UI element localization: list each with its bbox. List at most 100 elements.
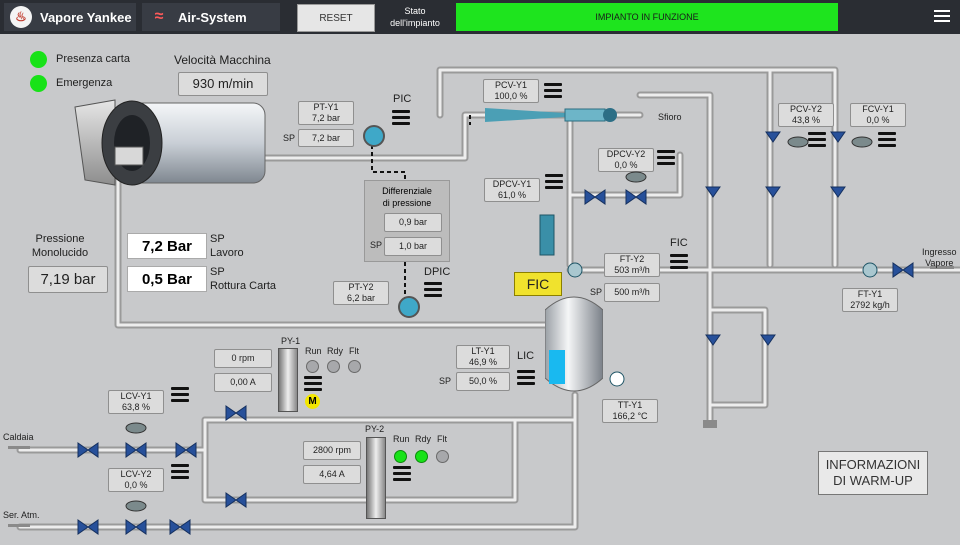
reset-button[interactable]: RESET	[297, 4, 375, 32]
py1-run-label: Run	[305, 346, 322, 356]
pic-label: PIC	[393, 93, 412, 105]
py2-rdy-label: Rdy	[415, 434, 432, 444]
sp-lavoro-label: Lavoro	[210, 247, 244, 259]
fty1-panel: FT-Y1 2792 kg/h	[842, 288, 898, 312]
tab-air-system[interactable]: ≈ Air-System	[142, 3, 280, 31]
py2-tag: PY-2	[365, 424, 385, 434]
pty1-panel: PT-Y1 7,2 bar	[298, 101, 354, 125]
fcvy1-value: 0,0 %	[866, 115, 890, 125]
fty2-value: 503 m³/h	[614, 265, 650, 275]
pty1-sp-label: SP	[283, 133, 296, 143]
sp-rottura-sp: SP	[210, 266, 225, 278]
py2-pump-icon[interactable]	[366, 437, 386, 519]
py1-flt-label: Flt	[349, 346, 359, 356]
lcvy1-panel: LCV-Y1 63,8 %	[108, 390, 164, 414]
dpcvy1-faceplate-icon[interactable]	[545, 174, 563, 190]
fic-label: FIC	[670, 237, 688, 249]
fty2-tag: FT-Y2	[619, 254, 645, 264]
sfioro-label: Sfioro	[658, 112, 682, 122]
lcvy2-faceplate-icon[interactable]	[171, 464, 189, 480]
differenziale-box: Differenziale di pressione 0,9 bar SP 1,…	[364, 180, 450, 262]
emergenza-label: Emergenza	[56, 77, 113, 89]
tty1-panel: TT-Y1 166,2 °C	[602, 399, 658, 423]
dpcvy2-faceplate-icon[interactable]	[657, 150, 675, 166]
pcvy2-faceplate-icon[interactable]	[808, 132, 826, 148]
py2-run-led	[394, 450, 407, 463]
info-warm-up-button[interactable]: INFORMAZIONI DI WARM-UP	[818, 451, 928, 495]
pic-faceplate-icon[interactable]	[392, 110, 410, 126]
top-bar: ♨ Vapore Yankee ≈ Air-System RESET Stato…	[0, 0, 960, 34]
fcvy1-panel: FCV-Y1 0,0 %	[850, 103, 906, 127]
fic-button[interactable]: FIC	[514, 272, 562, 296]
py1-run-led	[306, 360, 319, 373]
differenziale-value: 0,9 bar	[384, 213, 442, 232]
lcvy2-value: 0,0 %	[124, 480, 148, 490]
lic-faceplate-icon[interactable]	[517, 370, 535, 386]
py1-motor-icon: M	[305, 394, 320, 409]
lty1-sp-value[interactable]: 50,0 %	[456, 372, 510, 391]
dpcvy1-tag: DPCV-Y1	[492, 179, 532, 189]
differenziale-sp-value[interactable]: 1,0 bar	[384, 237, 442, 256]
sp-rottura-value[interactable]: 0,5 Bar	[127, 266, 207, 292]
py2-flt-led	[436, 450, 449, 463]
velocita-label: Velocità Macchina	[174, 53, 271, 67]
lic-label: LIC	[517, 350, 535, 362]
pty1-sp-value[interactable]: 7,2 bar	[298, 129, 354, 147]
differenziale-sp-label: SP	[370, 240, 383, 250]
py1-pump-icon[interactable]	[278, 348, 298, 412]
tab-vapore-yankee[interactable]: ♨ Vapore Yankee	[4, 3, 136, 31]
py1-rdy-label: Rdy	[327, 346, 344, 356]
dpcvy1-value: 61,0 %	[497, 190, 527, 200]
status-banner: IMPIANTO IN FUNZIONE	[456, 3, 838, 31]
emergenza-led	[30, 75, 47, 92]
pty2-value: 6,2 bar	[346, 293, 376, 303]
pcvy1-faceplate-icon[interactable]	[544, 83, 562, 99]
pcvy1-value: 100,0 %	[494, 91, 528, 101]
dpcvy2-panel: DPCV-Y2 0,0 %	[598, 148, 654, 172]
pty2-tag: PT-Y2	[348, 282, 374, 292]
pressione-label: Pressione Monolucido	[31, 233, 89, 259]
dpic-faceplate-icon[interactable]	[424, 282, 442, 298]
fcvy1-faceplate-icon[interactable]	[878, 132, 896, 148]
fty1-tag: FT-Y1	[857, 289, 883, 299]
lty1-sp-label: SP	[439, 376, 452, 386]
dpic-label: DPIC	[424, 266, 451, 278]
sp-rottura-label: Rottura Carta	[210, 280, 277, 292]
pcvy1-panel: PCV-Y1 100,0 %	[483, 79, 539, 103]
lty1-tag: LT-Y1	[471, 346, 495, 356]
fty1-value: 2792 kg/h	[850, 300, 890, 310]
py2-faceplate-icon[interactable]	[393, 466, 411, 482]
pcvy2-value: 43,8 %	[791, 115, 821, 125]
sp-lavoro-value[interactable]: 7,2 Bar	[127, 233, 207, 259]
pty1-value: 7,2 bar	[311, 113, 341, 123]
pty1-tag: PT-Y1	[313, 102, 339, 112]
air-icon: ≈	[154, 8, 164, 25]
py2-rpm: 2800 rpm	[303, 441, 361, 460]
dpcvy2-tag: DPCV-Y2	[606, 149, 646, 159]
pressione-value: 7,19 bar	[28, 266, 108, 293]
tab-label: Air-System	[178, 9, 247, 25]
ser-atm-label: Ser. Atm.	[3, 510, 40, 520]
fic-faceplate-icon[interactable]	[670, 254, 688, 270]
py1-flt-led	[348, 360, 361, 373]
lty1-value: 46,9 %	[468, 357, 498, 367]
py2-run-label: Run	[393, 434, 410, 444]
steam-icon: ♨	[10, 6, 32, 28]
py1-amp: 0,00 A	[214, 373, 272, 392]
lcvy1-tag: LCV-Y1	[120, 391, 152, 401]
lcvy1-value: 63,8 %	[121, 402, 151, 412]
ingresso-vapore-label: Ingresso Vapore	[922, 247, 957, 268]
fty2-sp-value[interactable]: 500 m³/h	[604, 283, 660, 302]
lcvy2-tag: LCV-Y2	[120, 469, 152, 479]
hamburger-menu-icon[interactable]	[934, 8, 950, 24]
py1-faceplate-icon[interactable]	[304, 376, 322, 392]
py2-rdy-led	[415, 450, 428, 463]
pcvy1-valve-icon[interactable]	[485, 104, 620, 126]
py2-flt-label: Flt	[437, 434, 447, 444]
velocita-value: 930 m/min	[178, 72, 268, 96]
lcvy2-panel: LCV-Y2 0,0 %	[108, 468, 164, 492]
sp-lavoro-sp: SP	[210, 233, 225, 245]
lcvy1-faceplate-icon[interactable]	[171, 387, 189, 403]
